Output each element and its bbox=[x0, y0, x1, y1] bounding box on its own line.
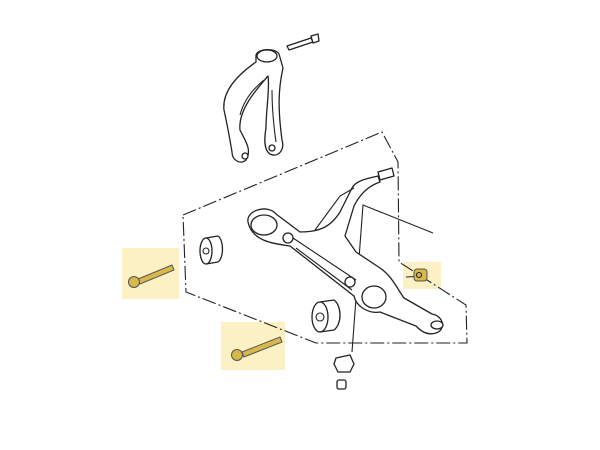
self-locking-nut[interactable] bbox=[413, 268, 428, 282]
cotter-cap[interactable] bbox=[336, 379, 347, 390]
lower-control-arm[interactable] bbox=[247, 167, 444, 335]
bushing-front[interactable] bbox=[199, 235, 224, 265]
castle-nut[interactable] bbox=[333, 354, 355, 373]
flange-bolt-rear[interactable] bbox=[231, 336, 283, 361]
highlight-box-rear-bolt[interactable] bbox=[221, 322, 285, 370]
bushing-rear[interactable] bbox=[311, 299, 341, 333]
knuckle-bolt[interactable] bbox=[286, 33, 320, 51]
assembly-outline bbox=[182, 131, 468, 344]
assembly-outline-inner bbox=[351, 204, 434, 353]
fork-knuckle[interactable] bbox=[223, 48, 284, 163]
flange-bolt-front[interactable] bbox=[128, 264, 175, 288]
